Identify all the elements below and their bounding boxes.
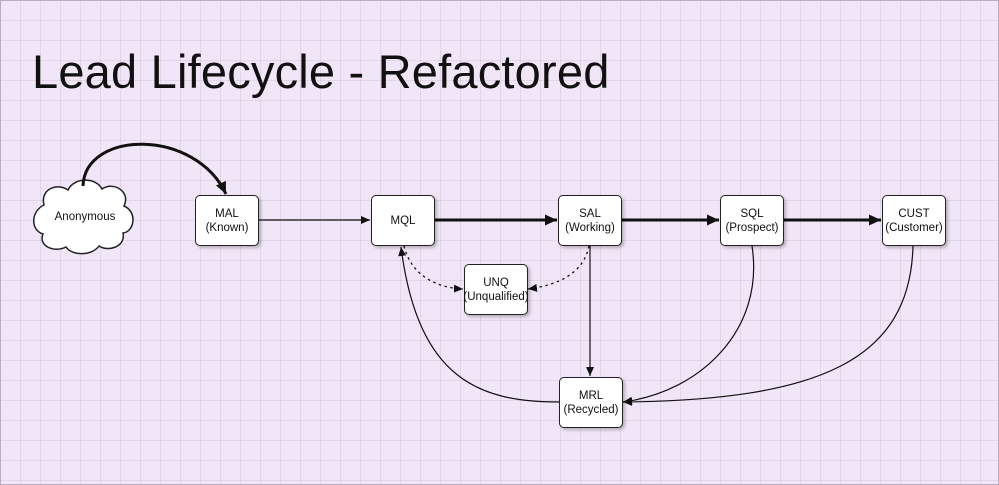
node-unq-subtitle: (Unqualified) (463, 290, 529, 303)
edge-sql-to-mrl (622, 245, 755, 405)
node-mal-name: MAL (215, 207, 239, 220)
node-cust-subtitle: (Customer) (885, 221, 943, 234)
edge-cust-to-mrl (622, 245, 914, 406)
node-sal-subtitle: (Working) (565, 221, 615, 234)
node-sql-subtitle: (Prospect) (725, 221, 779, 234)
node-sal: SAL (Working) (558, 195, 622, 246)
node-mrl-name: MRL (578, 389, 604, 402)
edge-mql-to-unq (403, 245, 464, 293)
diagram-title: Lead Lifecycle - Refactored (32, 45, 610, 98)
node-unq: UNQ (Unqualified) (463, 264, 529, 315)
anonymous-cloud-shape (33, 179, 134, 255)
node-mql-name: MQL (390, 214, 416, 227)
node-mal-subtitle: (Known) (205, 221, 249, 234)
node-mql: MQL (371, 195, 435, 246)
edge-anonymous-to-mal (81, 142, 228, 195)
edge-sal-to-unq (527, 245, 590, 292)
edge-mrl-to-mql (398, 246, 560, 403)
node-sql-name: SQL (740, 207, 764, 220)
node-unq-name: UNQ (483, 276, 509, 289)
node-cust: CUST (Customer) (882, 195, 946, 246)
node-sal-name: SAL (579, 207, 601, 220)
node-mrl: MRL (Recycled) (559, 377, 623, 428)
node-mrl-subtitle: (Recycled) (563, 403, 619, 416)
node-mal: MAL (Known) (195, 195, 259, 246)
node-sql: SQL (Prospect) (720, 195, 784, 246)
node-anonymous-label: Anonymous (54, 211, 116, 223)
node-cust-name: CUST (898, 207, 930, 220)
